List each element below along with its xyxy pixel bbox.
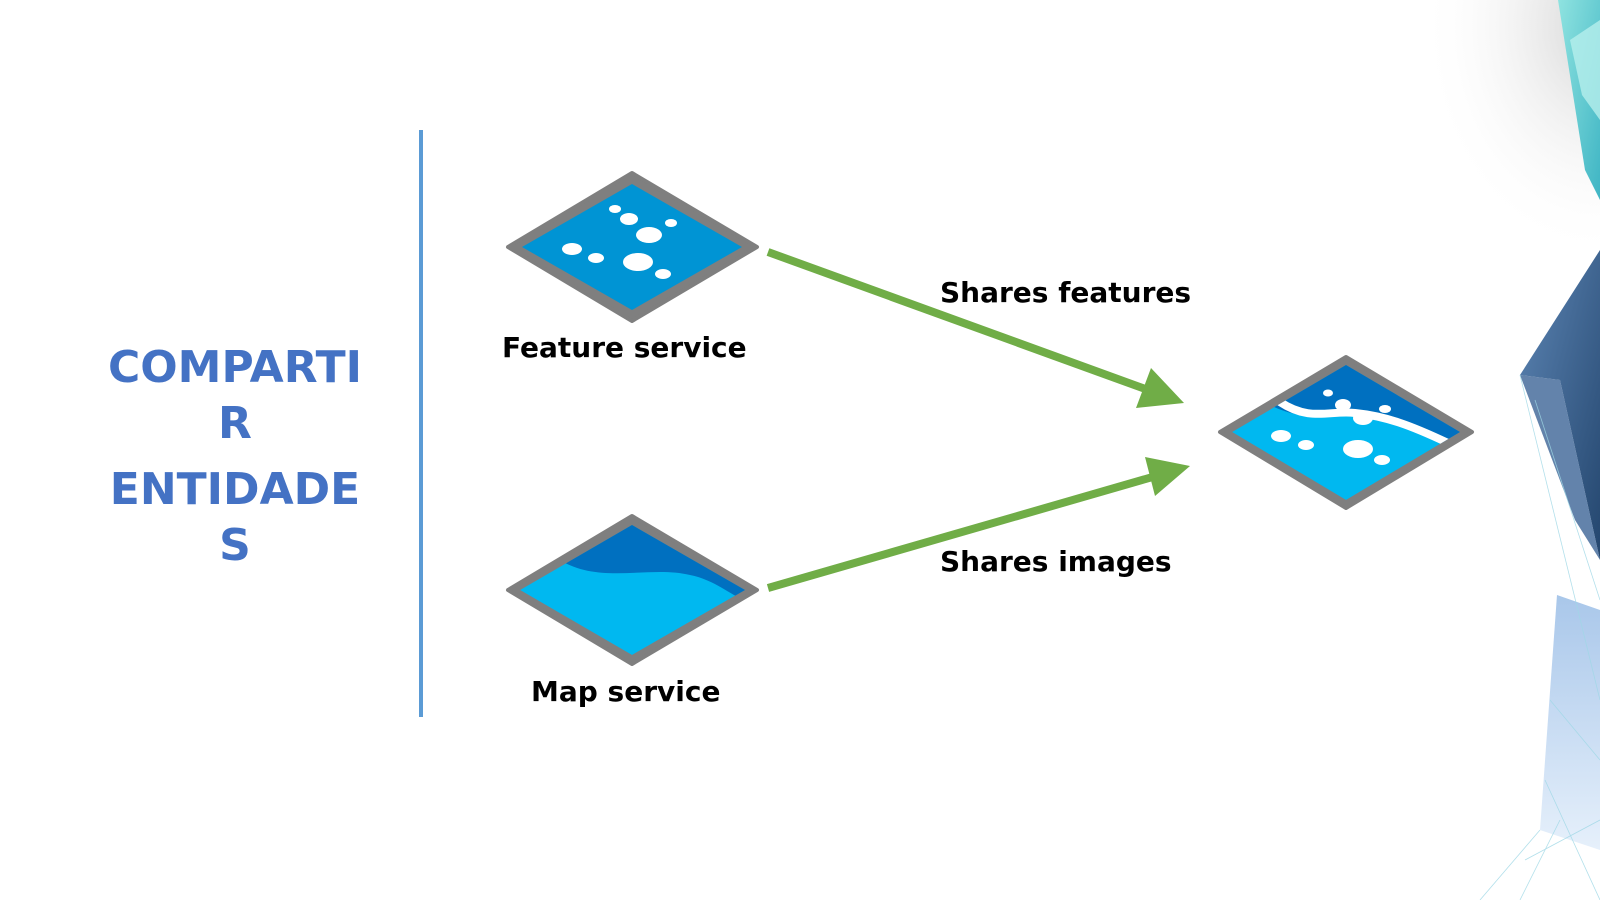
map-service-icon bbox=[506, 514, 759, 666]
slide-title: COMPARTI R ENTIDADE S bbox=[60, 340, 410, 574]
title-line-1a: COMPARTI bbox=[107, 342, 363, 393]
shares-features-label: Shares features bbox=[940, 276, 1192, 309]
arrow-shares-images bbox=[766, 457, 1190, 592]
decorative-edge-art bbox=[1400, 0, 1600, 900]
title-line-2b: S bbox=[219, 520, 251, 571]
combined-map-icon bbox=[1218, 355, 1474, 510]
title-line-1b: R bbox=[218, 398, 252, 449]
feature-service-label: Feature service bbox=[502, 331, 747, 364]
title-line-2a: ENTIDADE bbox=[109, 464, 361, 515]
feature-service-icon bbox=[506, 171, 759, 323]
vertical-divider bbox=[419, 130, 423, 717]
map-service-label: Map service bbox=[531, 675, 721, 708]
arrow-shares-features bbox=[766, 248, 1184, 408]
shares-images-label: Shares images bbox=[940, 545, 1172, 578]
